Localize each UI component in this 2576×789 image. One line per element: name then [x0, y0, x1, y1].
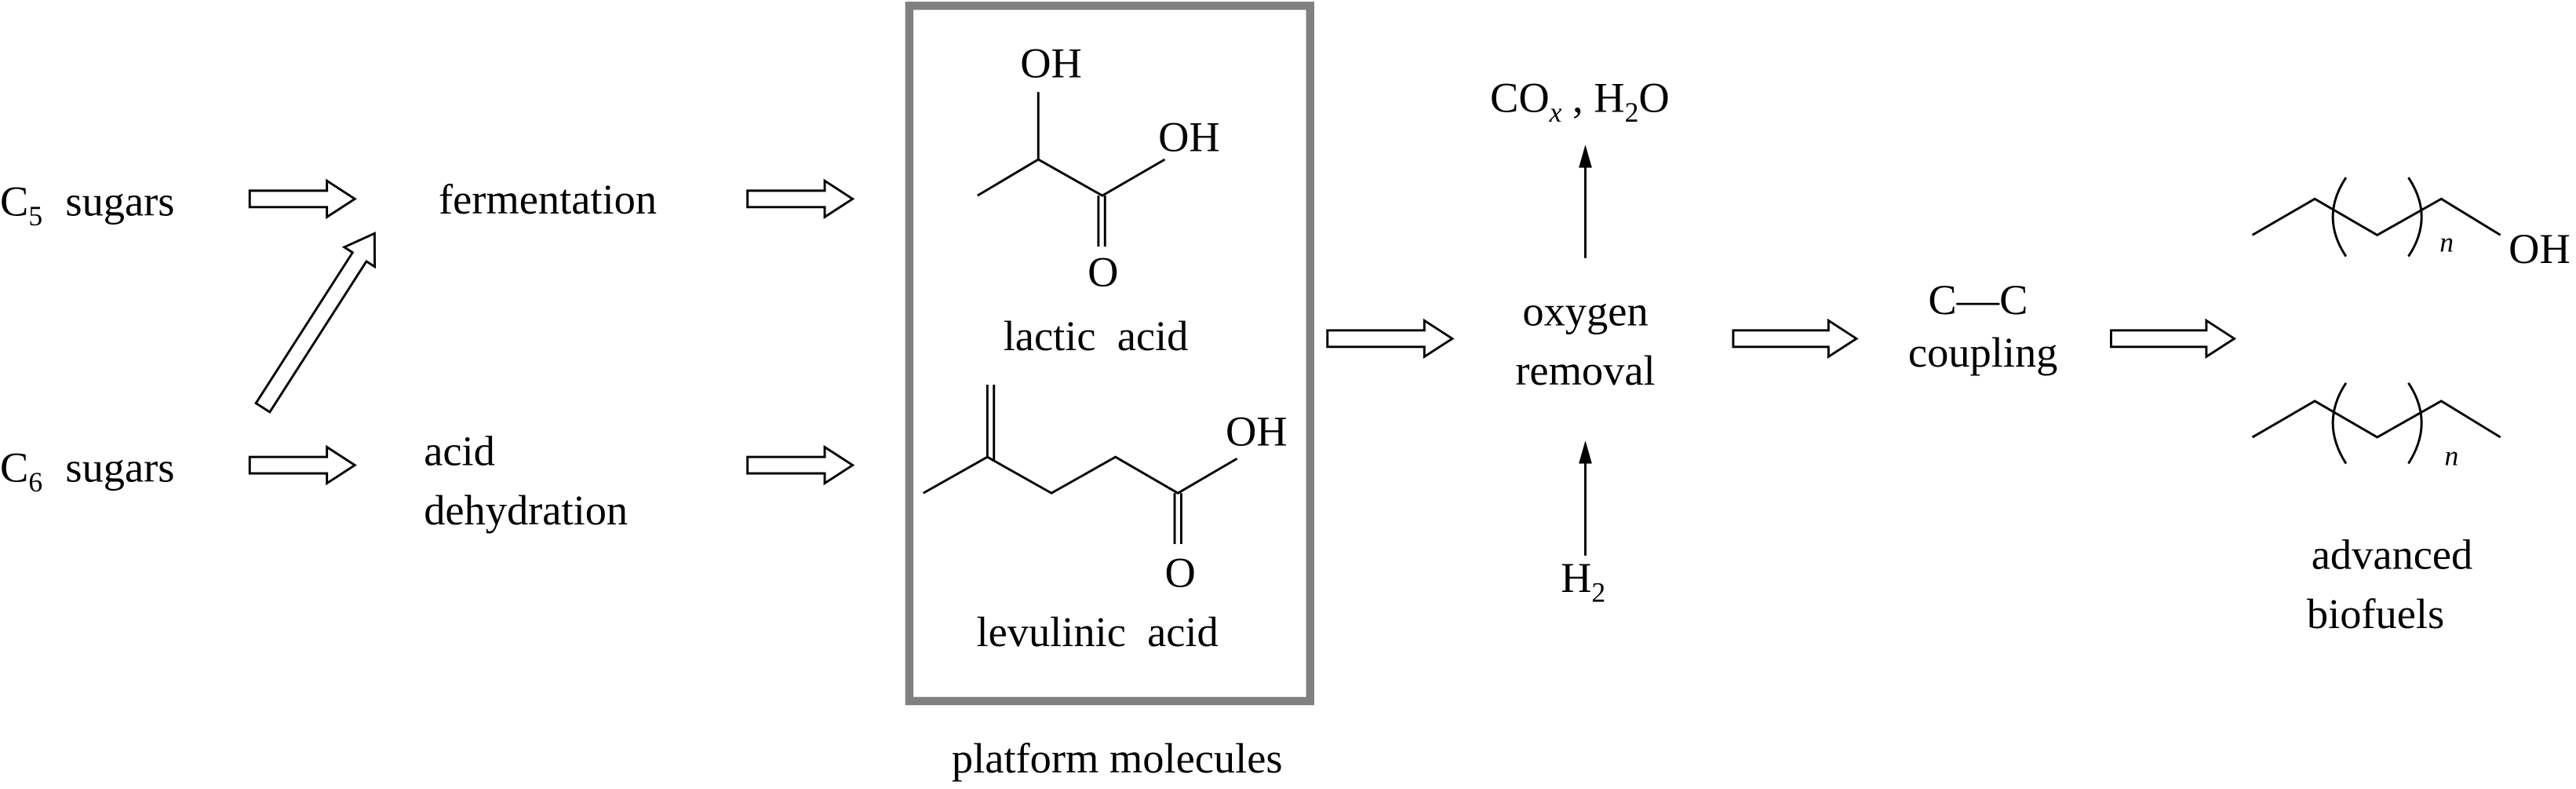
c5-to-fermentation-arrow: [248, 178, 357, 220]
lactic-acid-label: lactic acid: [1004, 312, 1189, 360]
coupling-label: coupling: [1908, 328, 2057, 376]
alkane-repeat-n: n: [2445, 440, 2459, 472]
advanced-biofuels-label-line2: biofuels: [2307, 590, 2444, 637]
lactic-acid-structure: OH OH O: [977, 38, 1220, 295]
platform-to-oxygen-removal-arrow: [1326, 318, 1455, 360]
cc-bond-label: C—C: [1928, 276, 2028, 323]
acid-dehydration-label-line1: acid: [424, 427, 495, 475]
platform-molecules-caption: platform molecules: [952, 734, 1283, 782]
acid-dehydration-label-line2: dehydration: [424, 486, 628, 534]
lactic-carbonyl-o: O: [1088, 247, 1118, 295]
c6-to-dehydration-arrow: [248, 444, 357, 486]
oxygen-removal-label-line2: removal: [1515, 346, 1655, 394]
coupling-to-biofuels-arrow: [2110, 318, 2237, 360]
cox-h2o-byproducts: COx , H2O: [1490, 73, 1670, 128]
long-chain-alkane-structure: n: [2251, 382, 2501, 472]
c6-to-fermentation-arrow: [254, 232, 377, 414]
levulinic-carbonyl-o: O: [1164, 548, 1195, 596]
alcohol-repeat-n: n: [2439, 226, 2454, 258]
lactic-oh-right: OH: [1158, 113, 1220, 161]
platform-molecules-box: [905, 2, 1314, 706]
levulinic-acid-structure: OH O: [922, 384, 1288, 596]
up-arrow-to-byproducts: [1579, 144, 1592, 258]
lactic-oh-top: OH: [1020, 38, 1082, 86]
up-arrow-from-hydrogen: [1579, 440, 1592, 556]
alcohol-oh: OH: [2509, 225, 2571, 272]
fermentation-label: fermentation: [439, 175, 657, 223]
hydrogen-reagent: H2: [1561, 553, 1605, 608]
levulinic-oh: OH: [1226, 407, 1288, 455]
long-chain-alcohol-structure: n OH: [2251, 177, 2571, 272]
oxygen-removal-to-coupling-arrow: [1732, 318, 1859, 360]
fermentation-to-lactic-arrow: [746, 178, 855, 220]
advanced-biofuels-label-line1: advanced: [2312, 530, 2472, 578]
levulinic-acid-label: levulinic acid: [976, 608, 1218, 656]
oxygen-removal-label-line1: oxygen: [1522, 287, 1648, 335]
dehydration-to-levulinic-arrow: [746, 444, 855, 486]
